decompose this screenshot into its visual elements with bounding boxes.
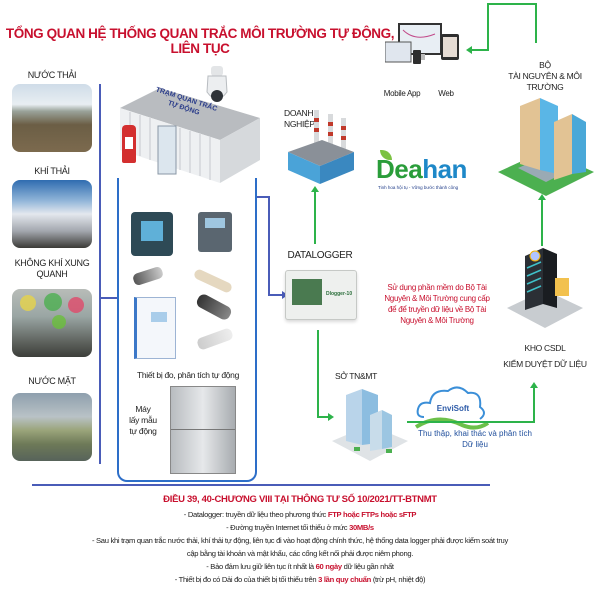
- source-label-surface-water: NƯỚC MẶT: [28, 376, 76, 386]
- footer-line-6-highlight: 3 lần quy chuẩn: [318, 575, 372, 584]
- deahan-logo: Deahan: [376, 156, 467, 182]
- datalogger-device: Dlogger-10: [285, 270, 357, 320]
- enterprise-label-line2: NGHIỆP: [284, 119, 315, 129]
- logger-to-department-line-a: [317, 330, 319, 418]
- wastewater-photo: [12, 84, 92, 152]
- footer-heading: ĐIỀU 39, 40-CHƯƠNG VIII TẠI THÔNG TƯ SỐ …: [163, 494, 437, 505]
- ministry-to-web-line-b: [487, 3, 537, 5]
- leaf-icon: [380, 150, 392, 160]
- footer-line-6-tail: (trừ pH, nhiệt độ): [371, 575, 426, 584]
- footer-line-5-highlight: 60 ngày: [315, 562, 342, 571]
- ministry-label-line2: TÀI NGUYÊN & MÔI TRƯỜNG: [508, 71, 582, 92]
- river-photo: [12, 393, 92, 461]
- footer-line-5: - Bảo đảm lưu giữ liên tục ít nhất là 60…: [0, 560, 600, 573]
- smokestack-photo: [12, 180, 92, 248]
- collect-note: Thu thập, khai thác và phân tích Dữ liệu: [410, 428, 540, 450]
- source-label-exhaust: KHÍ THẢI: [34, 166, 70, 176]
- datalogger-label: DATALOGGER: [287, 250, 353, 261]
- ministry-to-web-line-d: [470, 49, 489, 51]
- logo-text-blue: han: [422, 154, 467, 184]
- devices-icon: [384, 22, 460, 80]
- arrow-to-db-icon: [530, 382, 538, 388]
- db-label-line1: KHO CSDL: [524, 343, 566, 353]
- collect-note-line1: Thu thập, khai thác và phân tích: [418, 429, 532, 438]
- footer-line-5-text: - Bảo đảm lưu giữ liên tục ít nhất là: [206, 562, 316, 571]
- footer-line-2-highlight: 30MB/s: [349, 523, 374, 532]
- logo-letter-d: D: [376, 154, 395, 184]
- footer-line-6-text: - Thiết bị đo có Dải đo của thiết bị tối…: [174, 575, 319, 584]
- footer-divider: [32, 484, 490, 486]
- ministry-to-web-line-c: [535, 3, 537, 43]
- source-connector-line: [99, 297, 117, 299]
- ministry-label: BỘ TÀI NGUYÊN & MÔI TRƯỜNG: [490, 60, 600, 93]
- enterprise-label-line1: DOANH: [284, 108, 314, 118]
- footer-line-1: - Datalogger: truyền dữ liệu theo phương…: [0, 508, 600, 521]
- arrow-to-enterprise-icon: [311, 186, 319, 192]
- sampler-label: Máy lấy mẫu tự động: [124, 404, 162, 437]
- fire-extinguisher-icon: [122, 125, 136, 163]
- footer-line-1-text: - Datalogger: truyền dữ liệu theo phương…: [183, 510, 328, 519]
- enterprise-label: DOANH NGHIỆP: [284, 108, 324, 130]
- department-to-db-line-a: [407, 421, 535, 423]
- factory-icon: [284, 100, 364, 185]
- database-server-icon: [505, 246, 585, 332]
- station-to-logger-line-c: [268, 294, 284, 296]
- collect-note-line2: Dữ liệu: [462, 440, 488, 449]
- station-to-logger-line-b: [268, 196, 270, 296]
- ministry-to-web-line-a: [487, 3, 489, 50]
- department-building-icon: [330, 385, 410, 465]
- analyzers-label: Thiết bị đo, phân tích tự động: [136, 370, 240, 380]
- envisoft-label: EnviSoft: [436, 404, 470, 413]
- ministry-label-line1: BỘ: [539, 60, 551, 70]
- monitoring-station-building: [120, 88, 260, 183]
- air-quality-photo: [12, 289, 92, 357]
- mobile-app-label: Mobile App: [383, 89, 421, 98]
- footer-line-2-text: - Đường truyền Internet tối thiểu ở mức: [226, 523, 350, 532]
- footer-line-5-tail: dữ liệu gần nhất: [341, 562, 394, 571]
- cctv-camera-icon: [205, 66, 229, 106]
- web-label: Web: [438, 89, 454, 98]
- footer-line-3: - Sau khi trạm quan trắc nước thải, khí …: [92, 536, 508, 545]
- ministry-building-icon: [496, 92, 596, 204]
- db-label-line2: KIỂM DUYỆT DỮ LIỆU: [503, 359, 587, 369]
- sampler-label-line2: lấy mẫu: [129, 415, 157, 425]
- ph-analyzer-device: [198, 212, 232, 252]
- sampler-label-line1: Máy: [135, 404, 151, 414]
- source-label-ambient-air: KHÔNG KHÍ XUNG QUANH: [14, 258, 90, 279]
- arrow-to-department-icon: [328, 413, 334, 421]
- footer-line-6: - Thiết bị đo có Dải đo của thiết bị tối…: [0, 573, 600, 586]
- footer-line-4: cập bằng tài khoản và mật khẩu, các cổng…: [186, 549, 414, 558]
- datalogger-brand-text: Dlogger-10: [326, 291, 353, 297]
- software-note: Sử dụng phần mềm do Bộ Tài Nguyên & Môi …: [384, 283, 490, 325]
- source-label-wastewater: NƯỚC THẢI: [27, 70, 77, 80]
- source-bus-line: [99, 84, 101, 464]
- department-to-db-line-b: [533, 386, 535, 423]
- analyzer-cabinet: [134, 297, 176, 359]
- db-to-ministry-line: [541, 198, 543, 246]
- logo-text-green: ea: [394, 154, 423, 184]
- brand-slogan: Tinh hoa hội tụ - Vững bước thành công: [378, 185, 459, 190]
- diagram-title: TỔNG QUAN HỆ THỐNG QUAN TRẮC MÔI TRƯỜNG …: [5, 26, 395, 56]
- logger-to-department-line-b: [317, 416, 329, 418]
- analyzer-controller-device: [131, 212, 173, 256]
- footer-line-2: - Đường truyền Internet tối thiểu ở mức …: [0, 521, 600, 534]
- station-to-logger-line-a: [257, 196, 270, 198]
- arrow-to-devices-icon: [466, 46, 472, 54]
- arrow-to-ministry-icon: [538, 194, 546, 200]
- auto-sampler-cabinet: [170, 386, 236, 474]
- footer-line-1-highlight: FTP hoặc FTPs hoặc sFTP: [327, 510, 417, 519]
- logger-to-enterprise-line: [314, 188, 316, 244]
- db-label: KHO CSDL KIỂM DUYỆT DỮ LIỆU: [490, 343, 600, 370]
- department-label: SỞ TN&MT: [334, 371, 378, 381]
- sampler-label-line3: tự động: [129, 426, 157, 436]
- station-equipment-frame: [117, 178, 257, 482]
